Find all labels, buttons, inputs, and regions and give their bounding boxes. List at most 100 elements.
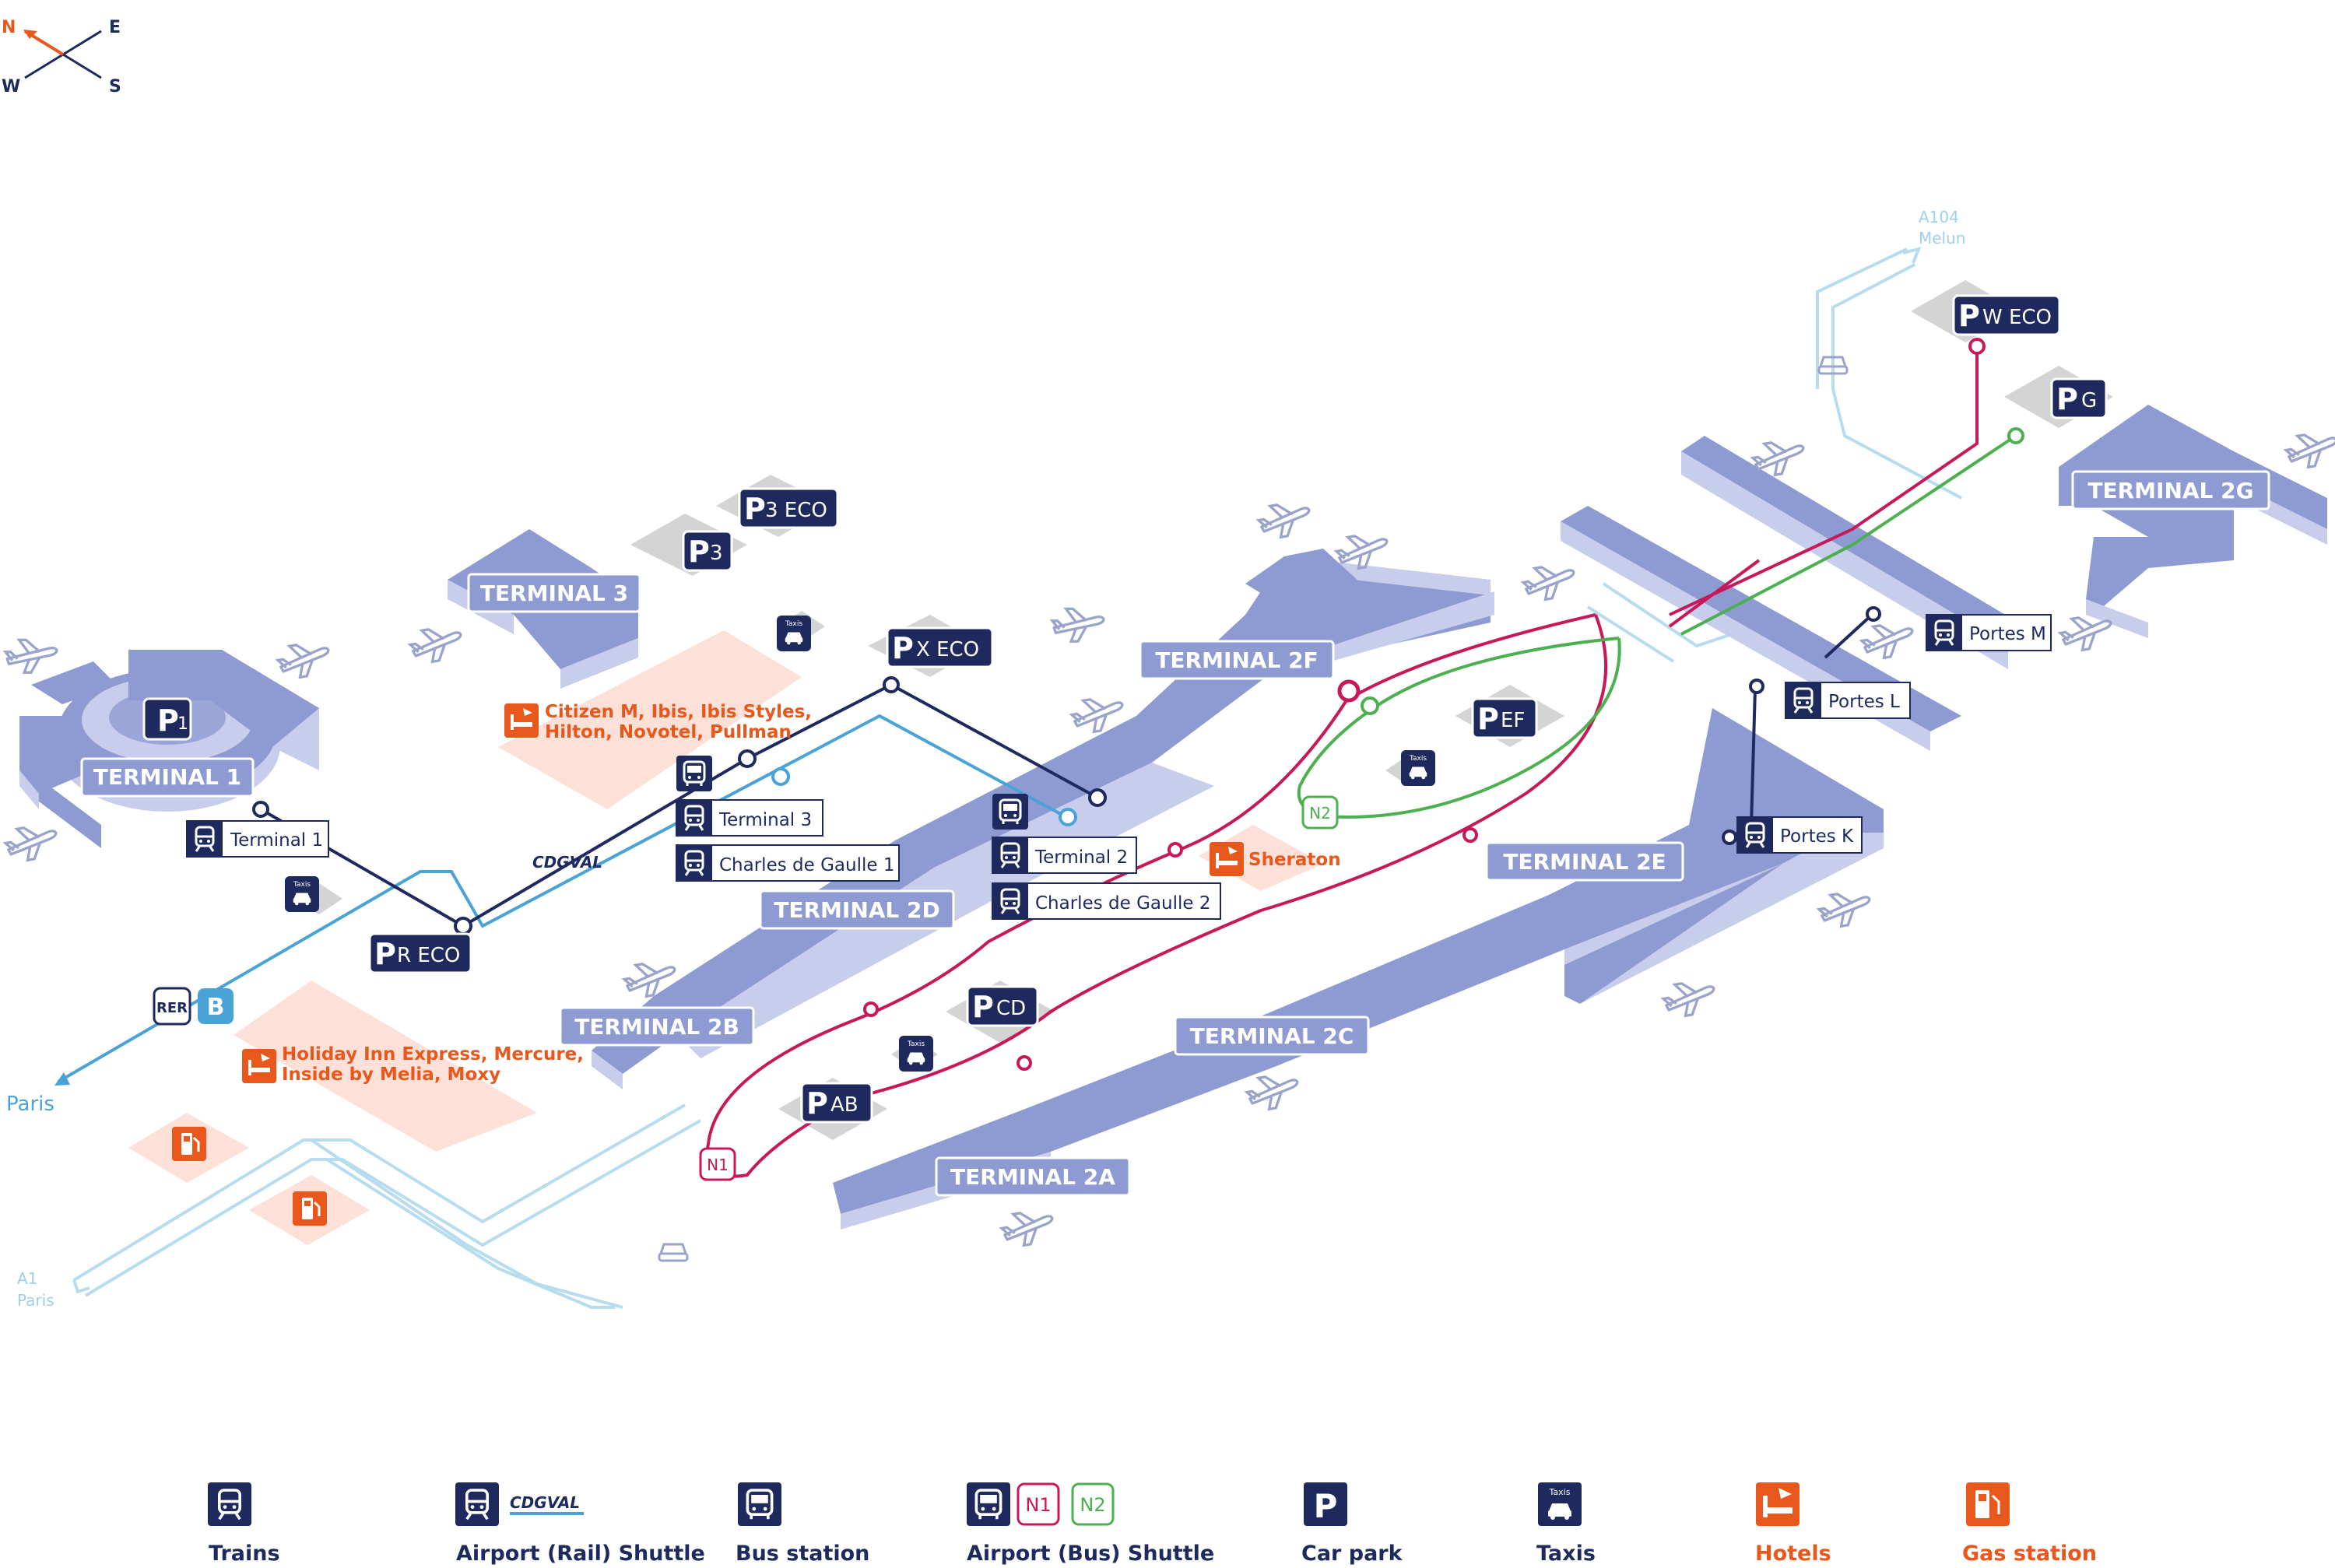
n1-badge: N1 [699, 1147, 736, 1181]
terminal-3-label: TERMINAL 3 [467, 573, 641, 613]
taxi-icon: Taxis [1401, 750, 1435, 786]
hotel-group-1-line2: Hilton, Novotel, Pullman [545, 722, 792, 742]
svg-text:TERMINAL 1: TERMINAL 1 [93, 764, 241, 790]
svg-text:CDGVAL: CDGVAL [510, 1493, 580, 1512]
taxi-icons: Taxis Taxis Taxis Taxis [285, 616, 1435, 1072]
terminal-2f-label: TERMINAL 2F [1139, 640, 1335, 680]
parking-p3-eco: P 3 ECO [738, 487, 839, 529]
n1-stops [863, 338, 1986, 1071]
compass-e: E [109, 18, 121, 37]
svg-text:N2: N2 [1309, 804, 1331, 823]
terminal-2b-label: TERMINAL 2B [559, 1006, 755, 1047]
hotel-group-2-line1: Holiday Inn Express, Mercure, [282, 1044, 584, 1065]
svg-text:P: P [744, 492, 766, 526]
hotel-icon [504, 703, 539, 738]
svg-text:Car park: Car park [1301, 1542, 1403, 1566]
parking-pab: P AB [800, 1082, 873, 1124]
svg-text:AB: AB [830, 1093, 859, 1117]
legend-hotels: Hotels [1755, 1482, 1831, 1566]
svg-text:TERMINAL 2G: TERMINAL 2G [2087, 478, 2253, 503]
svg-text:N1: N1 [1025, 1494, 1051, 1516]
svg-text:Hotels: Hotels [1755, 1542, 1831, 1566]
hotel-labels: Citizen M, Ibis, Ibis Styles, Hilton, No… [242, 702, 1341, 1085]
station-terminal-2: Terminal 2 [992, 837, 1137, 874]
roads [72, 247, 1962, 1309]
station-cdg-1: Charles de Gaulle 1 [676, 844, 900, 882]
compass: N E W S [2, 18, 121, 96]
upper-terminal-buildings [1561, 405, 2327, 751]
legend: Trains CDGVAL Airport (Rail) Shuttle Bus… [208, 1482, 2097, 1566]
cdgval-label: CDGVAL [532, 853, 602, 872]
svg-text:TERMINAL 2D: TERMINAL 2D [774, 897, 940, 923]
svg-text:TERMINAL 3: TERMINAL 3 [480, 581, 628, 606]
parking-labels: P 1 P 3 ECO P 3 P X ECO P R ECO P EF [142, 294, 2108, 1124]
hotel-group-2-line2: Inside by Melia, Moxy [282, 1065, 500, 1085]
compass-s: S [109, 77, 121, 96]
svg-text:X ECO: X ECO [916, 638, 979, 661]
svg-text:TERMINAL 2F: TERMINAL 2F [1155, 647, 1318, 673]
airplane-icons [2, 428, 2335, 1251]
gas-station-icon [172, 1127, 206, 1161]
hotel-sheraton: Sheraton [1248, 850, 1341, 870]
parking-px-eco: P X ECO [886, 626, 994, 668]
n2-badge: N2 [1301, 795, 1339, 830]
svg-text:Taxis: Taxis [785, 620, 802, 628]
melun-label: Melun [1919, 229, 1965, 247]
a1-label: A1 [17, 1269, 37, 1288]
parking-pg: P G [2050, 377, 2108, 419]
svg-text:P: P [972, 990, 994, 1024]
svg-text:P: P [2056, 382, 2078, 416]
svg-text:Portes M: Portes M [1969, 624, 2046, 644]
station-portes-k: Portes K [1736, 816, 1863, 854]
legend-bus-station: Bus station [736, 1482, 869, 1566]
svg-text:N2: N2 [1080, 1494, 1105, 1516]
terminal-2g-label: TERMINAL 2G [2071, 470, 2270, 510]
svg-text:Taxis: Taxis [293, 881, 311, 889]
compass-w: W [2, 77, 20, 96]
terminal-2e-label: TERMINAL 2E [1485, 841, 1684, 882]
svg-text:N1: N1 [707, 1156, 729, 1174]
gas-station-icon [293, 1191, 327, 1226]
station-portes-m: Portes M [1926, 614, 2052, 651]
a1-paris-label: Paris [17, 1291, 54, 1310]
svg-text:TERMINAL 2B: TERMINAL 2B [574, 1014, 739, 1040]
terminal-2d-label: TERMINAL 2D [759, 889, 955, 930]
svg-text:B: B [207, 994, 225, 1021]
gas-stations [172, 1127, 327, 1226]
legend-rail-shuttle: CDGVAL Airport (Rail) Shuttle [455, 1482, 705, 1566]
svg-text:CD: CD [996, 997, 1026, 1020]
station-portes-l: Portes L [1785, 682, 1911, 719]
parking-pcd: P CD [966, 985, 1039, 1027]
svg-text:Terminal 1: Terminal 1 [230, 830, 323, 851]
terminal-labels: TERMINAL 1 TERMINAL 3 TERMINAL 2F TERMIN… [80, 470, 2270, 1197]
svg-text:P: P [374, 937, 396, 971]
rer-badge: RER [153, 987, 191, 1026]
taxi-icon: Taxis [285, 876, 319, 912]
svg-text:RER: RER [156, 1000, 188, 1016]
taxi-icon: Taxis [899, 1036, 933, 1072]
svg-text:P: P [1314, 1487, 1338, 1525]
svg-text:P: P [892, 631, 914, 665]
svg-text:Gas station: Gas station [1962, 1542, 2097, 1566]
station-terminal-3: Terminal 3 [676, 799, 823, 837]
cdgval-shuttle-line [57, 714, 1067, 1083]
parking-pw-eco: P W ECO [1952, 294, 2061, 336]
svg-text:Charles de Gaulle 1: Charles de Gaulle 1 [719, 855, 894, 875]
terminal-1-label: TERMINAL 1 [80, 757, 255, 798]
parking-pr-eco: P R ECO [368, 932, 472, 974]
road-car-icons [658, 356, 1849, 1262]
svg-text:TERMINAL 2A: TERMINAL 2A [950, 1164, 1115, 1190]
hotel-icon [242, 1049, 276, 1083]
svg-text:3: 3 [710, 542, 723, 565]
svg-text:Airport (Rail) Shuttle: Airport (Rail) Shuttle [456, 1542, 705, 1566]
svg-text:Terminal 3: Terminal 3 [718, 810, 812, 830]
legend-taxis: Taxis Taxis [1536, 1482, 1596, 1566]
svg-text:W ECO: W ECO [1982, 306, 2052, 329]
svg-text:P: P [157, 703, 179, 738]
svg-text:P: P [1958, 299, 1980, 333]
legend-gas-station: Gas station [1962, 1482, 2097, 1566]
parking-pef: P EF [1471, 697, 1538, 739]
svg-text:Taxis: Taxis [907, 1040, 925, 1048]
station-terminal-1: Terminal 1 [186, 820, 329, 858]
